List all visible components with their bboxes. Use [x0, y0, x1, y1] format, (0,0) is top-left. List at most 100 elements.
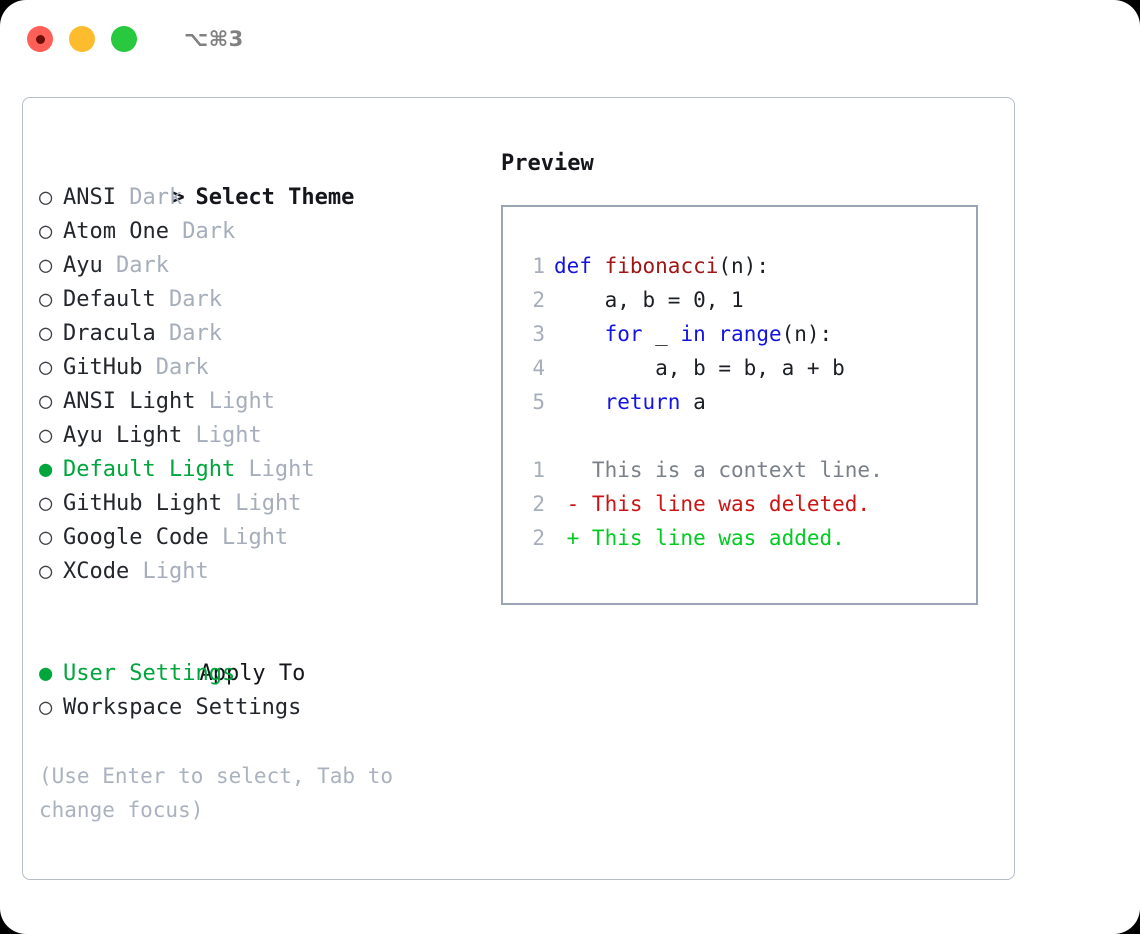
code-token: a, b = 0, 1 — [554, 288, 744, 312]
code-token: for — [604, 322, 643, 346]
theme-item-label: Ayu Light — [63, 423, 183, 448]
theme-item-tag: Dark — [182, 219, 236, 244]
code-token — [706, 322, 719, 346]
keyboard-hint: (Use Enter to select, Tab to change focu… — [39, 764, 394, 822]
apply-to-list: ● User Settings ○Workspace Settings — [39, 657, 479, 725]
theme-item[interactable]: ○ANSI Light Light — [39, 385, 479, 419]
theme-item-tag: Light — [208, 389, 275, 414]
radio-selected-icon: ● — [39, 661, 53, 686]
theme-item-tag: Dark — [168, 321, 222, 346]
diff-line: 2 + This line was added. — [521, 521, 883, 555]
title-bar: ⌥⌘3 — [0, 0, 1140, 78]
theme-item[interactable]: ○Ayu Dark — [39, 249, 479, 283]
code-token: in — [680, 322, 706, 346]
theme-item[interactable]: ○Dracula Dark — [39, 317, 479, 351]
diff-line: 1 This is a context line. — [521, 453, 883, 487]
theme-item-tag: Light — [142, 559, 209, 584]
line-number: 1 — [532, 254, 545, 278]
theme-item-tag: Light — [248, 457, 315, 482]
code-token: fibonacci — [604, 254, 719, 278]
apply-to-item-label: User Settings — [63, 661, 236, 686]
radio-unselected-icon: ○ — [39, 287, 53, 312]
apply-to-item[interactable]: ○Workspace Settings — [39, 691, 479, 725]
theme-item-label: Google Code — [63, 525, 209, 550]
code-token: a, b = b, a + b — [554, 356, 845, 380]
line-number: 1 — [532, 458, 545, 482]
diff-line-text: This is a context line. — [554, 458, 883, 482]
theme-item-label: ANSI — [63, 185, 116, 210]
radio-unselected-icon: ○ — [39, 525, 53, 550]
line-number: 2 — [532, 492, 545, 516]
theme-item[interactable]: ○GitHub Dark — [39, 351, 479, 385]
zoom-button[interactable] — [111, 26, 137, 52]
theme-item-tag: Light — [195, 423, 262, 448]
code-token — [554, 390, 605, 414]
theme-item[interactable]: ○ ANSI Dark — [39, 181, 479, 215]
preview-title: Preview — [501, 151, 594, 176]
code-token: _ — [642, 322, 681, 346]
caret-icon: > — [171, 185, 185, 210]
window-controls — [27, 26, 137, 52]
theme-item[interactable]: ○ Atom One Dark — [39, 215, 479, 249]
radio-unselected-icon: ○ — [39, 423, 53, 448]
apply-to-item[interactable]: ● User Settings — [39, 657, 479, 691]
theme-item-label: XCode — [63, 559, 130, 584]
theme-item[interactable]: ○ Google Code Light — [39, 521, 479, 555]
theme-item[interactable]: ●Default Light Light — [39, 453, 479, 487]
theme-item[interactable]: ○GitHub Light Light — [39, 487, 479, 521]
radio-unselected-icon: ○ — [39, 185, 53, 210]
theme-item-label: Atom One — [63, 219, 169, 244]
radio-unselected-icon: ○ — [39, 219, 53, 244]
select-theme-label: Select Theme — [195, 185, 355, 210]
code-token: (n): — [718, 254, 769, 278]
apply-to-header: Apply To — [39, 623, 479, 686]
theme-item-tag: Dark — [129, 185, 183, 210]
list-spacer — [39, 589, 479, 623]
code-line: 4 a, b = b, a + b — [521, 351, 883, 385]
theme-item-label: Default — [63, 287, 156, 312]
theme-item-tag: Dark — [168, 287, 222, 312]
code-token: a — [680, 390, 706, 414]
radio-unselected-icon: ○ — [39, 695, 53, 720]
code-token: (n): — [781, 322, 833, 346]
radio-unselected-icon: ○ — [39, 389, 53, 414]
line-number: 4 — [532, 356, 545, 380]
line-number: 2 — [532, 288, 545, 312]
apply-to-label: Apply To — [199, 661, 306, 686]
diff-line-text: - This line was deleted. — [554, 492, 871, 516]
theme-item-tag: Light — [221, 525, 289, 550]
code-line: 3 for _ in range(n): — [521, 317, 883, 351]
code-line: 2 a, b = 0, 1 — [521, 283, 883, 317]
radio-selected-icon: ● — [39, 457, 53, 482]
theme-item-tag: Dark — [116, 253, 169, 278]
close-button[interactable] — [27, 26, 53, 52]
theme-list: ○ANSI Dark○Atom One Dark○Ayu Dark○Defaul… — [39, 181, 479, 589]
select-theme-header: > Select Theme — [39, 147, 479, 210]
code-token: range — [718, 322, 782, 346]
line-number: 2 — [532, 526, 545, 550]
theme-item[interactable]: ○ XCode Light — [39, 555, 479, 589]
close-icon — [35, 34, 45, 44]
code-token — [592, 254, 605, 278]
code-token: return — [604, 390, 681, 414]
line-number: 3 — [532, 322, 545, 346]
diff-line: 2 - This line was deleted. — [521, 487, 883, 521]
theme-item[interactable]: ○ Ayu Light Light — [39, 419, 479, 453]
line-number: 5 — [532, 390, 545, 414]
theme-item-label: GitHub Light — [63, 491, 222, 516]
main-panel: >Select Theme ○ANSI Dark○Atom One Dark○A… — [22, 97, 1015, 880]
radio-unselected-icon: ○ — [39, 559, 53, 584]
minimize-button[interactable] — [69, 26, 95, 52]
theme-item[interactable]: ○ Default Dark — [39, 283, 479, 317]
theme-picker-column: >Select Theme ○ANSI Dark○Atom One Dark○A… — [39, 147, 479, 827]
theme-item-tag: Dark — [155, 355, 209, 380]
radio-unselected-icon: ○ — [39, 491, 53, 516]
code-token — [554, 322, 605, 346]
radio-unselected-icon: ○ — [39, 253, 53, 278]
radio-unselected-icon: ○ — [39, 355, 53, 380]
code-blank-line — [521, 419, 883, 453]
